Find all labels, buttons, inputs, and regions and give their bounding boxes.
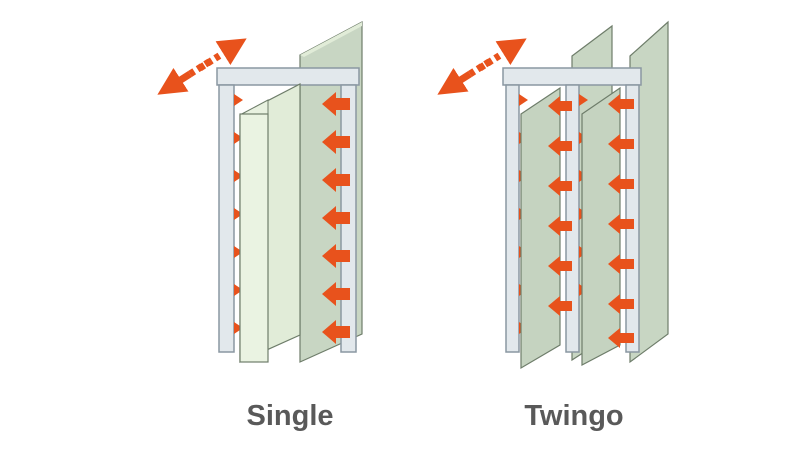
diagram-twingo [437,20,669,370]
twingo-middle-post [565,84,580,353]
caption-twingo: Twingo [524,400,624,432]
twingo-right-big-arrows [608,94,634,348]
single-front-panel [239,83,301,363]
single-left-post [218,84,235,353]
single-left-post-arrows [234,94,243,334]
twingo-right-post [625,84,640,353]
twingo-movement-arrow [437,38,527,95]
single-right-post-arrows [322,92,350,344]
twingo-middle-big-arrows [548,96,572,316]
twingo-left-post [505,84,520,353]
caption-single: Single [246,400,334,432]
single-top-bar [216,67,360,86]
twingo-front-panel-1 [520,86,561,370]
diagram-single [157,21,363,363]
twingo-top-bar [502,67,642,86]
single-movement-arrow [157,38,247,95]
